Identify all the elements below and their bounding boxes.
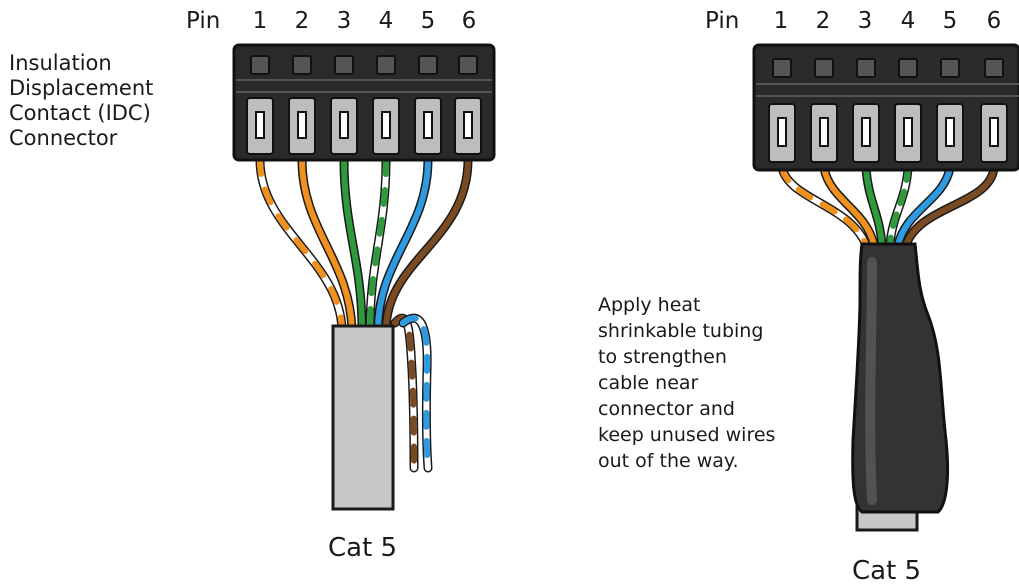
- right-cable-label: Cat 5: [852, 556, 922, 586]
- note-line-3: to strengthen: [598, 346, 727, 368]
- note-line-5: connector and: [598, 398, 735, 420]
- right-pin-5: 5: [942, 8, 958, 34]
- left-cable-jacket: [331, 324, 395, 511]
- idc-label-line-4: Connector: [9, 126, 118, 150]
- left-pin-5: 5: [420, 8, 436, 34]
- left-wires: [255, 155, 473, 473]
- heat-shrink-note: Apply heat shrinkable tubing to strength…: [598, 292, 775, 474]
- right-pin-2: 2: [815, 8, 831, 34]
- left-pin-3: 3: [336, 8, 352, 34]
- note-line-7: out of the way.: [598, 450, 739, 472]
- right-pin-1: 1: [773, 8, 789, 34]
- left-pin-header: Pin: [186, 8, 221, 34]
- note-line-2: shrinkable tubing: [598, 320, 764, 342]
- right-wires: [777, 163, 999, 250]
- note-line-1: Apply heat: [598, 294, 701, 316]
- idc-label-line-2: Displacement: [9, 76, 154, 100]
- left-pin-2: 2: [294, 8, 310, 34]
- idc-label-line-3: Contact (IDC): [9, 101, 151, 125]
- right-pin-header: Pin: [705, 8, 740, 34]
- right-idc-connector: [752, 43, 1019, 172]
- left-pin-4: 4: [378, 8, 394, 34]
- right-pin-4: 4: [900, 8, 916, 34]
- left-cable-label: Cat 5: [328, 533, 398, 563]
- left-pin-6: 6: [461, 8, 477, 34]
- note-line-6: keep unused wires: [598, 424, 776, 446]
- idc-connector-label: Insulation Displacement Contact (IDC) Co…: [9, 53, 153, 153]
- left-idc-connector: [232, 43, 496, 162]
- left-connector-contacts: [250, 55, 478, 75]
- idc-label-line-1: Insulation: [9, 51, 112, 75]
- right-connector-contacts: [772, 58, 1004, 78]
- left-pin-1: 1: [252, 8, 268, 34]
- right-pin-6: 6: [986, 8, 1002, 34]
- right-pin-3: 3: [857, 8, 873, 34]
- note-line-4: cable near: [598, 372, 699, 394]
